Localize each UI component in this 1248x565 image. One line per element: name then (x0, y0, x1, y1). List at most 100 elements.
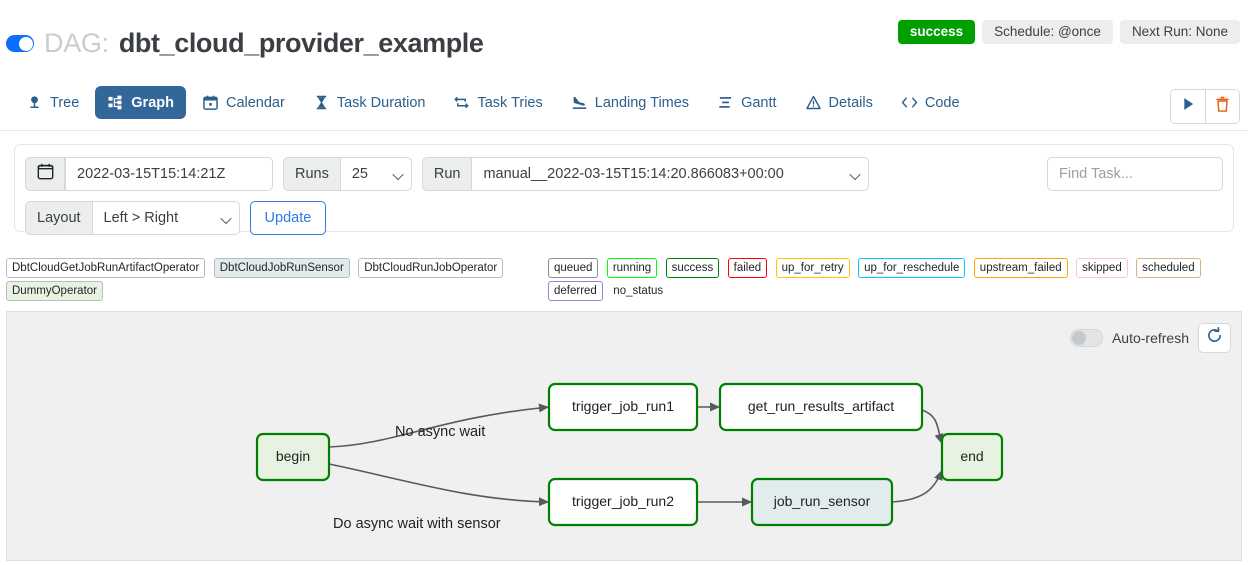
execution-date-input[interactable]: 2022-03-15T15:14:21Z (65, 157, 273, 191)
tab-details[interactable]: Details (793, 86, 885, 119)
legend-status-skipped[interactable]: skipped (1076, 258, 1128, 278)
graph-nodes: begin trigger_job_run1 get_run_results_a… (255, 382, 1004, 527)
legend-statuses: queued running success failed up_for_ret… (548, 258, 1248, 304)
tab-code-label: Code (924, 94, 960, 111)
tab-landing-times[interactable]: Landing Times (559, 86, 701, 119)
hourglass-icon (313, 94, 330, 111)
tab-task-tries[interactable]: Task Tries (441, 86, 554, 119)
dag-graph-canvas[interactable]: Auto-refresh (6, 311, 1242, 561)
page-header: DAG: dbt_cloud_provider_example success … (0, 0, 1248, 72)
legend-operators: DbtCloudGetJobRunArtifactOperator DbtClo… (6, 258, 536, 304)
legend-operator-chip[interactable]: DbtCloudRunJobOperator (358, 258, 504, 278)
dag-pause-toggle[interactable] (6, 35, 34, 52)
runs-group: Runs 25 (283, 157, 412, 191)
tab-tree[interactable]: Tree (14, 86, 91, 119)
run-select[interactable]: manual__2022-03-15T15:14:20.866083+00:00 (471, 157, 870, 191)
task-node-trigger-job-run1[interactable]: trigger_job_run1 (547, 382, 699, 432)
tab-tree-label: Tree (50, 94, 80, 111)
refresh-button[interactable] (1198, 323, 1231, 353)
code-icon (901, 94, 918, 111)
tab-gantt[interactable]: Gantt (705, 86, 788, 119)
auto-refresh-toggle[interactable] (1069, 329, 1103, 347)
runs-label: Runs (283, 157, 340, 191)
delete-dag-button[interactable] (1205, 90, 1239, 123)
calendar-picker-button[interactable] (25, 157, 65, 191)
run-label: Run (421, 157, 472, 191)
calendar-icon (37, 163, 54, 185)
dag-graph-svg: No async wait Do async wait with sensor … (255, 382, 1004, 532)
dag-title-row: DAG: dbt_cloud_provider_example (6, 28, 484, 59)
tab-calendar-label: Calendar (225, 94, 285, 111)
graph-icon (107, 94, 124, 111)
legend-status-upstream-failed[interactable]: upstream_failed (973, 258, 1068, 278)
graph-edge-labels: No async wait Do async wait with sensor (333, 424, 501, 532)
play-icon (1182, 97, 1195, 116)
tab-graph-label: Graph (131, 94, 174, 111)
calendar-icon (202, 94, 219, 111)
schedule-badge[interactable]: Schedule: @once (982, 20, 1113, 44)
legend-operator-chip[interactable]: DummyOperator (6, 281, 103, 301)
legend-status-up-for-retry[interactable]: up_for_retry (775, 258, 850, 278)
tab-gantt-label: Gantt (741, 94, 777, 111)
legend-status-success[interactable]: success (665, 258, 720, 278)
graph-edges (328, 402, 944, 507)
trash-icon (1215, 96, 1230, 117)
legend-status-failed[interactable]: failed (727, 258, 768, 278)
legend-operator-chip[interactable]: DbtCloudGetJobRunArtifactOperator (6, 258, 206, 278)
status-badge: success (897, 20, 976, 44)
layout-group: Layout Left > Right (25, 201, 240, 235)
task-node-job-run-sensor[interactable]: job_run_sensor (750, 477, 894, 527)
details-icon (805, 94, 822, 111)
tab-task-duration[interactable]: Task Duration (301, 86, 438, 119)
page-title: dbt_cloud_provider_example (118, 28, 484, 58)
legend-status-scheduled[interactable]: scheduled (1136, 258, 1201, 278)
retry-icon (453, 94, 470, 111)
auto-refresh-label: Auto-refresh (1111, 330, 1189, 346)
dag-filter-bar: 2022-03-15T15:14:21Z Runs 25 Run manual_… (14, 144, 1234, 235)
dag-prefix-label: DAG: (44, 28, 109, 58)
filter-row-primary: 2022-03-15T15:14:21Z Runs 25 Run manual_… (25, 157, 1223, 191)
auto-refresh-controls: Auto-refresh (1069, 323, 1231, 353)
legend-operator-chip[interactable]: DbtCloudJobRunSensor (213, 258, 350, 278)
tree-icon (26, 94, 43, 111)
tab-code[interactable]: Code (889, 86, 972, 119)
search-input[interactable]: Find Task... (1047, 157, 1223, 191)
dag-view-tabs: Tree Graph Calendar Task Duration (14, 86, 972, 119)
filter-row-layout: Layout Left > Right Update (25, 201, 1223, 235)
legend-status-running[interactable]: running (606, 258, 658, 278)
legend-status-queued[interactable]: queued (548, 258, 599, 278)
edge-begin-to-trigger-job-run2[interactable] (328, 463, 550, 507)
layout-label: Layout (25, 201, 92, 235)
tab-graph[interactable]: Graph (95, 86, 186, 119)
trigger-dag-button[interactable] (1171, 90, 1205, 123)
layout-select[interactable]: Left > Right (91, 201, 240, 235)
landing-icon (571, 94, 588, 111)
dag-action-buttons (1170, 89, 1240, 124)
tab-calendar[interactable]: Calendar (190, 86, 297, 119)
task-node-trigger-job-run2-label: trigger_job_run2 (572, 493, 674, 509)
edge-begin-to-trigger-job-run1[interactable] (328, 403, 550, 448)
header-badges: success Schedule: @once Next Run: None (897, 20, 1240, 44)
update-button[interactable]: Update (249, 201, 327, 235)
task-node-begin[interactable]: begin (255, 432, 331, 482)
task-node-trigger-job-run1-label: trigger_job_run1 (572, 398, 674, 414)
task-node-get-run-results-artifact[interactable]: get_run_results_artifact (718, 382, 924, 432)
task-node-end[interactable]: end (940, 432, 1004, 482)
tab-task-duration-label: Task Duration (336, 94, 426, 111)
edge-get-run-results-artifact-to-end[interactable] (921, 409, 944, 445)
task-node-begin-label: begin (276, 448, 310, 464)
gantt-icon (717, 94, 734, 111)
legend-status-up-for-reschedule[interactable]: up_for_reschedule (858, 258, 966, 278)
task-node-job-run-sensor-label: job_run_sensor (773, 493, 871, 509)
tab-task-tries-label: Task Tries (477, 94, 543, 111)
execution-date-group: 2022-03-15T15:14:21Z (25, 157, 273, 191)
edge-label-do-async-wait-with-sensor: Do async wait with sensor (333, 516, 501, 532)
edge-job-run-sensor-to-end[interactable] (891, 469, 943, 503)
task-node-trigger-job-run2[interactable]: trigger_job_run2 (547, 477, 699, 527)
tab-details-label: Details (828, 94, 873, 111)
legend-status-deferred[interactable]: deferred (548, 281, 603, 301)
edge-label-no-async-wait: No async wait (395, 424, 485, 440)
runs-select[interactable]: 25 (339, 157, 412, 191)
dag-nav-bar: Tree Graph Calendar Task Duration (0, 82, 1248, 131)
